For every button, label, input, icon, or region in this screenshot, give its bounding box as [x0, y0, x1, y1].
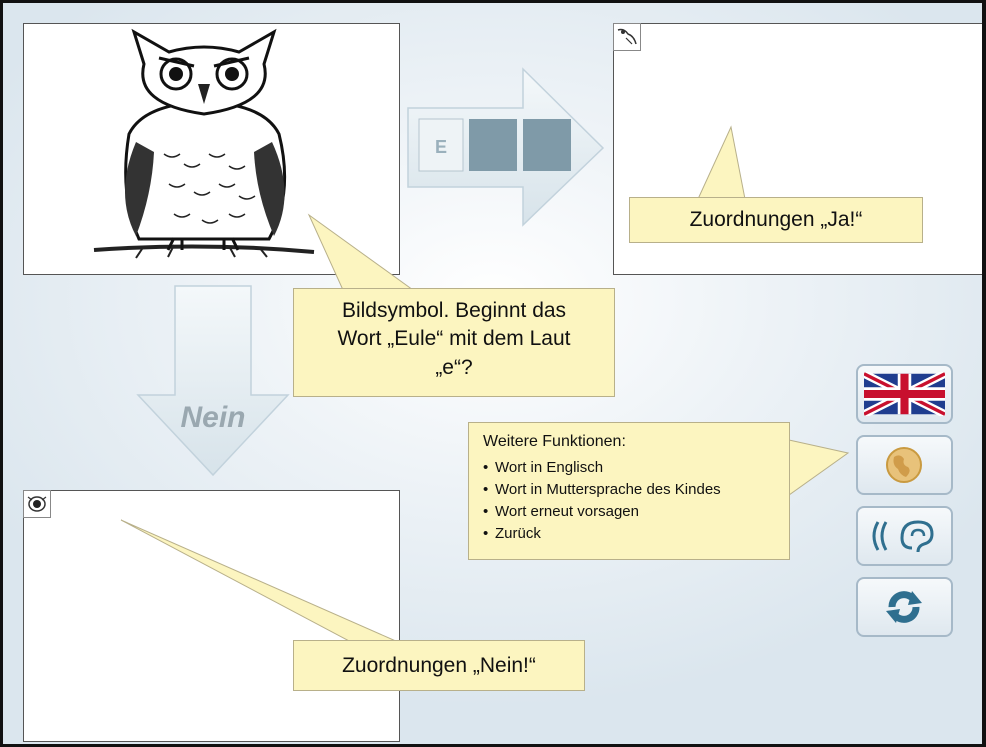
symbol-callout-line3: „e“?: [435, 355, 473, 379]
functions-callout-tail: [788, 439, 850, 496]
ja-callout-tail: [697, 125, 746, 200]
functions-title: Weitere Funktionen:: [483, 433, 626, 450]
empty-tile-2: [523, 119, 571, 171]
english-button[interactable]: [856, 364, 953, 424]
letter-tile-e: [418, 118, 464, 172]
nein-callout-tail: [120, 519, 399, 643]
owl-thumbnail-icon: [613, 23, 641, 51]
functions-callout: Weitere Funktionen: Wort in Englisch Wor…: [468, 422, 790, 560]
mother-tongue-button[interactable]: [856, 435, 953, 495]
nein-callout: Zuordnungen „Nein!“: [293, 640, 585, 691]
empty-tile-1: [469, 119, 517, 171]
function-item-repeat: Wort erneut vorsagen: [483, 501, 775, 523]
globe-icon: [886, 447, 922, 483]
back-button[interactable]: [856, 577, 953, 637]
repeat-word-button[interactable]: [856, 506, 953, 566]
down-arrow: [136, 285, 290, 477]
uk-flag-icon: [864, 372, 945, 416]
refresh-icon: [886, 591, 922, 623]
letter-tile-e-label: E: [435, 137, 447, 157]
function-item-english: Wort in Englisch: [483, 457, 775, 479]
symbol-callout-line2: Wort „Eule“ mit dem Laut: [337, 327, 571, 351]
owl-picture-panel[interactable]: [23, 23, 400, 275]
diagram-overlay: E Nein: [120, 67, 850, 643]
eye-thumbnail-icon: [23, 490, 51, 518]
picture-symbol-callout: Bildsymbol. Beginnt das Wort „Eule“ mit …: [293, 288, 615, 397]
functions-list: Wort in Englisch Wort in Muttersprache d…: [483, 457, 775, 545]
ear-sound-icon: [872, 520, 934, 553]
symbol-callout-tail: [307, 213, 415, 291]
owl-illustration: [93, 28, 315, 259]
symbol-callout-line1: Bildsymbol. Beginnt das: [341, 299, 567, 322]
function-item-mother-tongue: Wort in Muttersprache des Kindes: [483, 479, 775, 501]
function-item-back: Zurück: [483, 523, 775, 545]
nein-arrow-label: Nein: [180, 401, 245, 434]
ja-callout: Zuordnungen „Ja!“: [629, 197, 923, 243]
